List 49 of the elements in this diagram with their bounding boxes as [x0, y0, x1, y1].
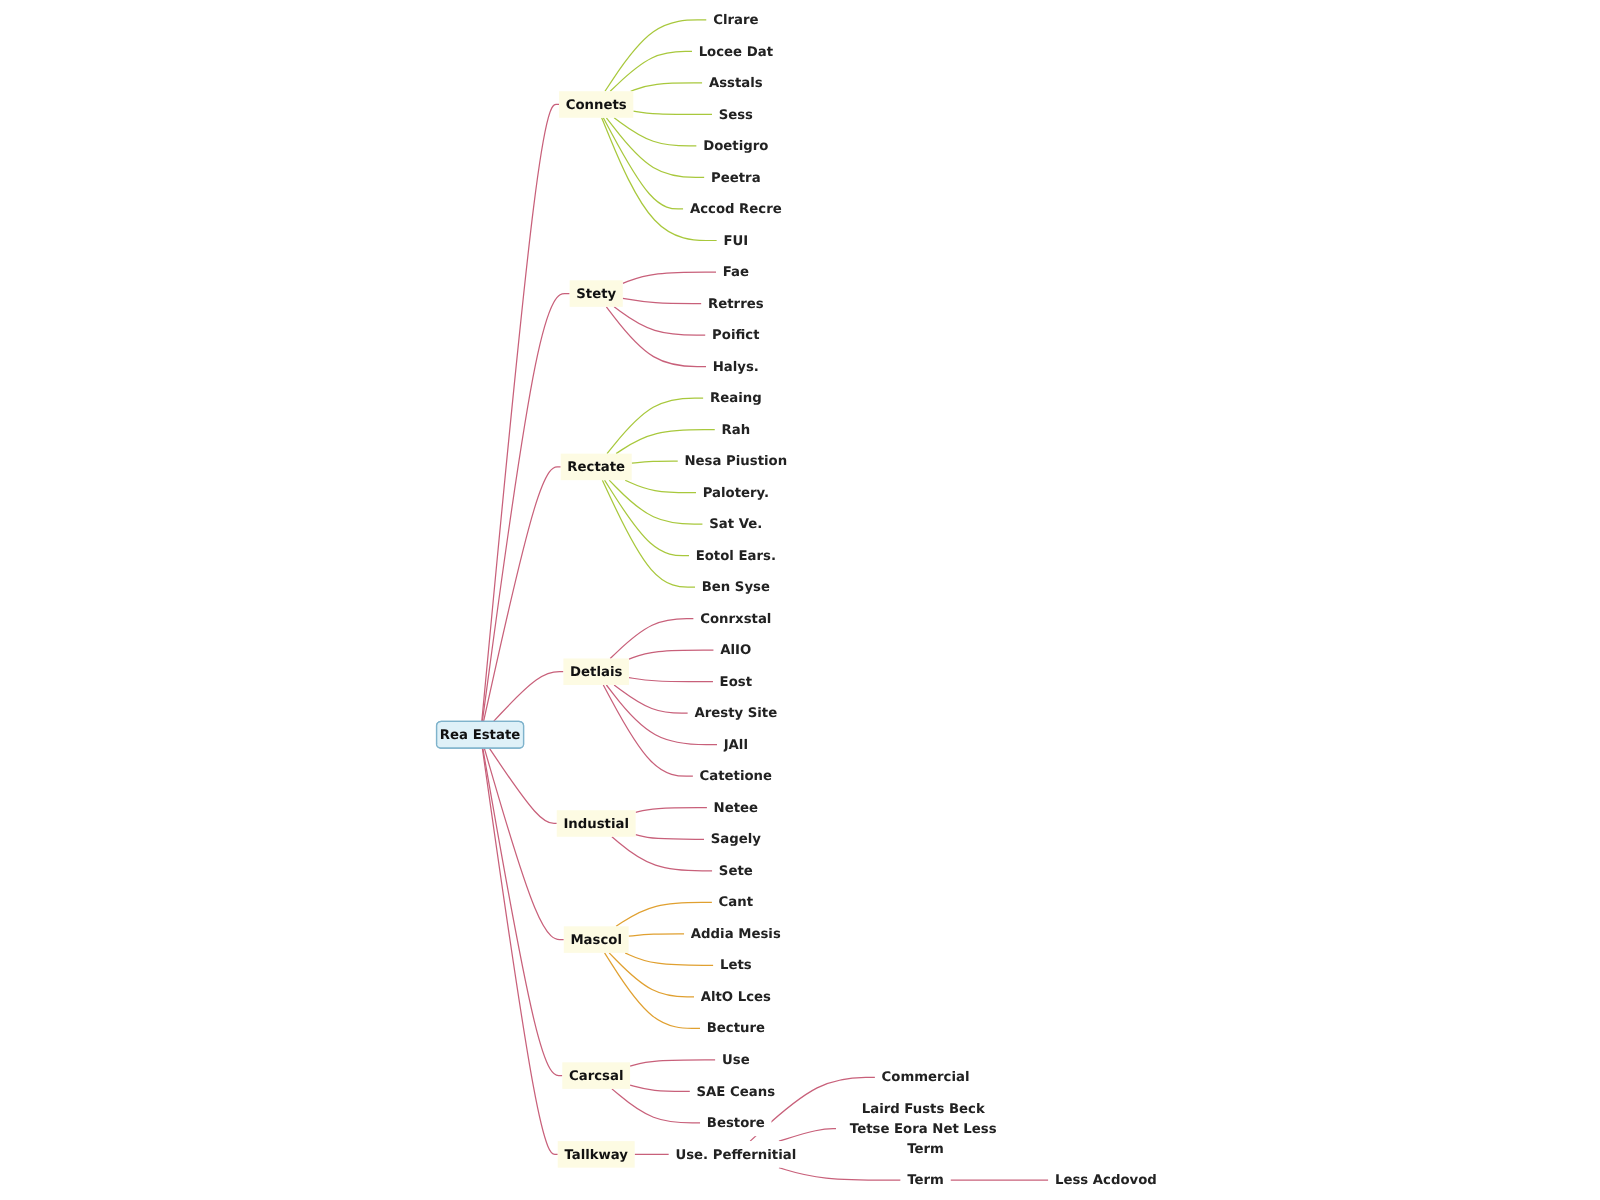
connector	[481, 747, 559, 1155]
connector	[602, 684, 694, 777]
connector	[603, 479, 690, 557]
connector	[613, 306, 707, 336]
connector	[483, 747, 565, 941]
connector	[624, 479, 697, 494]
connector	[482, 747, 563, 1077]
connector	[632, 110, 713, 116]
connector	[634, 1153, 670, 1155]
connector	[629, 1059, 716, 1067]
connector	[482, 466, 562, 723]
connector	[628, 933, 685, 937]
connector	[615, 428, 716, 455]
connector	[604, 19, 708, 92]
connector	[608, 952, 695, 998]
connector	[631, 460, 679, 464]
connector	[624, 952, 714, 966]
connector	[635, 807, 708, 813]
connector	[628, 649, 715, 660]
connector	[601, 479, 696, 588]
connector	[611, 836, 713, 872]
connector	[629, 1084, 691, 1092]
connector	[949, 1179, 1049, 1181]
connector	[615, 901, 713, 927]
connector	[605, 684, 718, 746]
connector	[601, 117, 718, 242]
connector	[613, 684, 689, 714]
connector	[778, 1167, 902, 1181]
connector	[613, 117, 698, 147]
connector	[628, 676, 714, 683]
connector	[481, 292, 571, 723]
connector	[609, 618, 695, 660]
connector	[603, 952, 701, 1029]
connector	[481, 103, 560, 723]
connector	[605, 306, 707, 368]
connector	[606, 397, 704, 455]
connector	[609, 50, 693, 92]
connector	[749, 1076, 876, 1142]
connector	[492, 671, 564, 723]
connector	[608, 479, 704, 525]
connector	[602, 117, 684, 210]
connector	[488, 747, 558, 825]
connector	[778, 1128, 837, 1142]
connector	[622, 297, 702, 305]
connector	[630, 82, 703, 92]
connector	[635, 833, 705, 840]
connector	[605, 117, 705, 179]
connector	[622, 271, 717, 284]
connector	[611, 1088, 701, 1124]
